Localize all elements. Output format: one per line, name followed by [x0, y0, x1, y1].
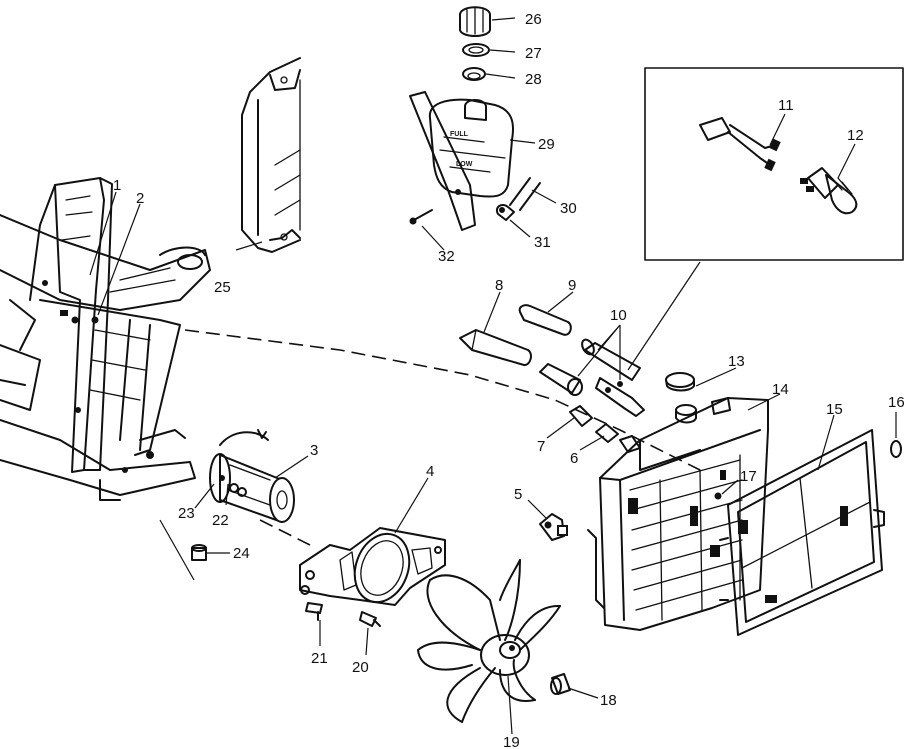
part-27-gasket: [462, 43, 490, 57]
part-7-fitting: [569, 405, 593, 427]
part-30-overflow-hose: [509, 177, 541, 211]
callout-24: 24: [233, 545, 250, 562]
callout-15: 15: [826, 401, 843, 418]
hose-routing-dashed-line: [184, 329, 701, 546]
part-13-filler-neck: [675, 404, 697, 424]
callout-28: 28: [525, 71, 542, 88]
callout-16: 16: [888, 394, 905, 411]
callout-1: 1: [113, 177, 121, 194]
callout-7: 7: [537, 438, 545, 455]
inset-detail-box: [644, 67, 904, 261]
part-10-hose-pair: [539, 338, 645, 417]
vehicle-frame: [0, 177, 211, 501]
callout-27: 27: [525, 45, 542, 62]
callout-22: 22: [212, 512, 229, 529]
leader-lines: [89, 17, 897, 735]
callout-14: 14: [772, 381, 789, 398]
part-28-seal: [462, 67, 486, 81]
part-3-fan-motor: [209, 429, 295, 523]
callout-12: 12: [847, 127, 864, 144]
callout-5: 5: [514, 486, 522, 503]
part-11-wire-harness: [699, 117, 781, 172]
part-13-radiator-cap: [665, 372, 695, 392]
part-21-screw: [305, 602, 323, 621]
part-8-hose: [459, 329, 532, 366]
callout-20: 20: [352, 659, 369, 676]
callout-11: 11: [778, 97, 794, 114]
callout-25: 25: [214, 279, 231, 296]
callout-3: 3: [310, 442, 318, 459]
callout-26: 26: [525, 11, 542, 28]
tank-mark-full: FULL: [450, 131, 469, 138]
callout-29: 29: [538, 136, 555, 153]
callout-30: 30: [560, 200, 577, 217]
callout-2: 2: [136, 190, 144, 207]
part-20-screw: [359, 611, 381, 627]
callout-labels: 1 2 3 4 5 6 7 8 9 10 11 12 13 14 15 16 1…: [113, 11, 905, 749]
callout-18: 18: [600, 692, 617, 709]
callout-23: 23: [178, 505, 195, 522]
callout-31: 31: [534, 234, 551, 251]
part-16-o-ring: [890, 440, 902, 458]
part-4-fan-bracket: [299, 527, 446, 606]
part-26-cap: [459, 6, 491, 37]
part-6-fitting: [595, 423, 619, 443]
callout-10: 10: [610, 307, 627, 324]
part-5-bleed-valve: [539, 513, 568, 541]
part-9-hose: [518, 304, 572, 336]
part-25-fan-shroud: [241, 57, 301, 253]
part-17-screw: [714, 492, 722, 500]
part-19-fan-blade: [417, 559, 561, 723]
part-24-nut: [191, 544, 207, 561]
part-31-clamp: [496, 204, 515, 221]
callout-4: 4: [426, 463, 434, 480]
part-15-radiator-screen: [719, 429, 885, 636]
part-14-radiator: [587, 397, 769, 631]
callout-13: 13: [728, 353, 745, 370]
part-29-reservoir-tank: FULL LOW: [409, 91, 514, 231]
callout-8: 8: [495, 277, 503, 294]
callout-21: 21: [311, 650, 328, 667]
callout-32: 32: [438, 248, 455, 265]
callout-19: 19: [503, 734, 520, 749]
tank-mark-low: LOW: [456, 161, 473, 168]
callout-17: 17: [740, 468, 757, 485]
callout-9: 9: [568, 277, 576, 294]
part-32-screw: [409, 209, 433, 225]
part-12-temp-switch: [800, 167, 858, 215]
part-18-nut: [550, 673, 571, 695]
callout-6: 6: [570, 450, 578, 467]
